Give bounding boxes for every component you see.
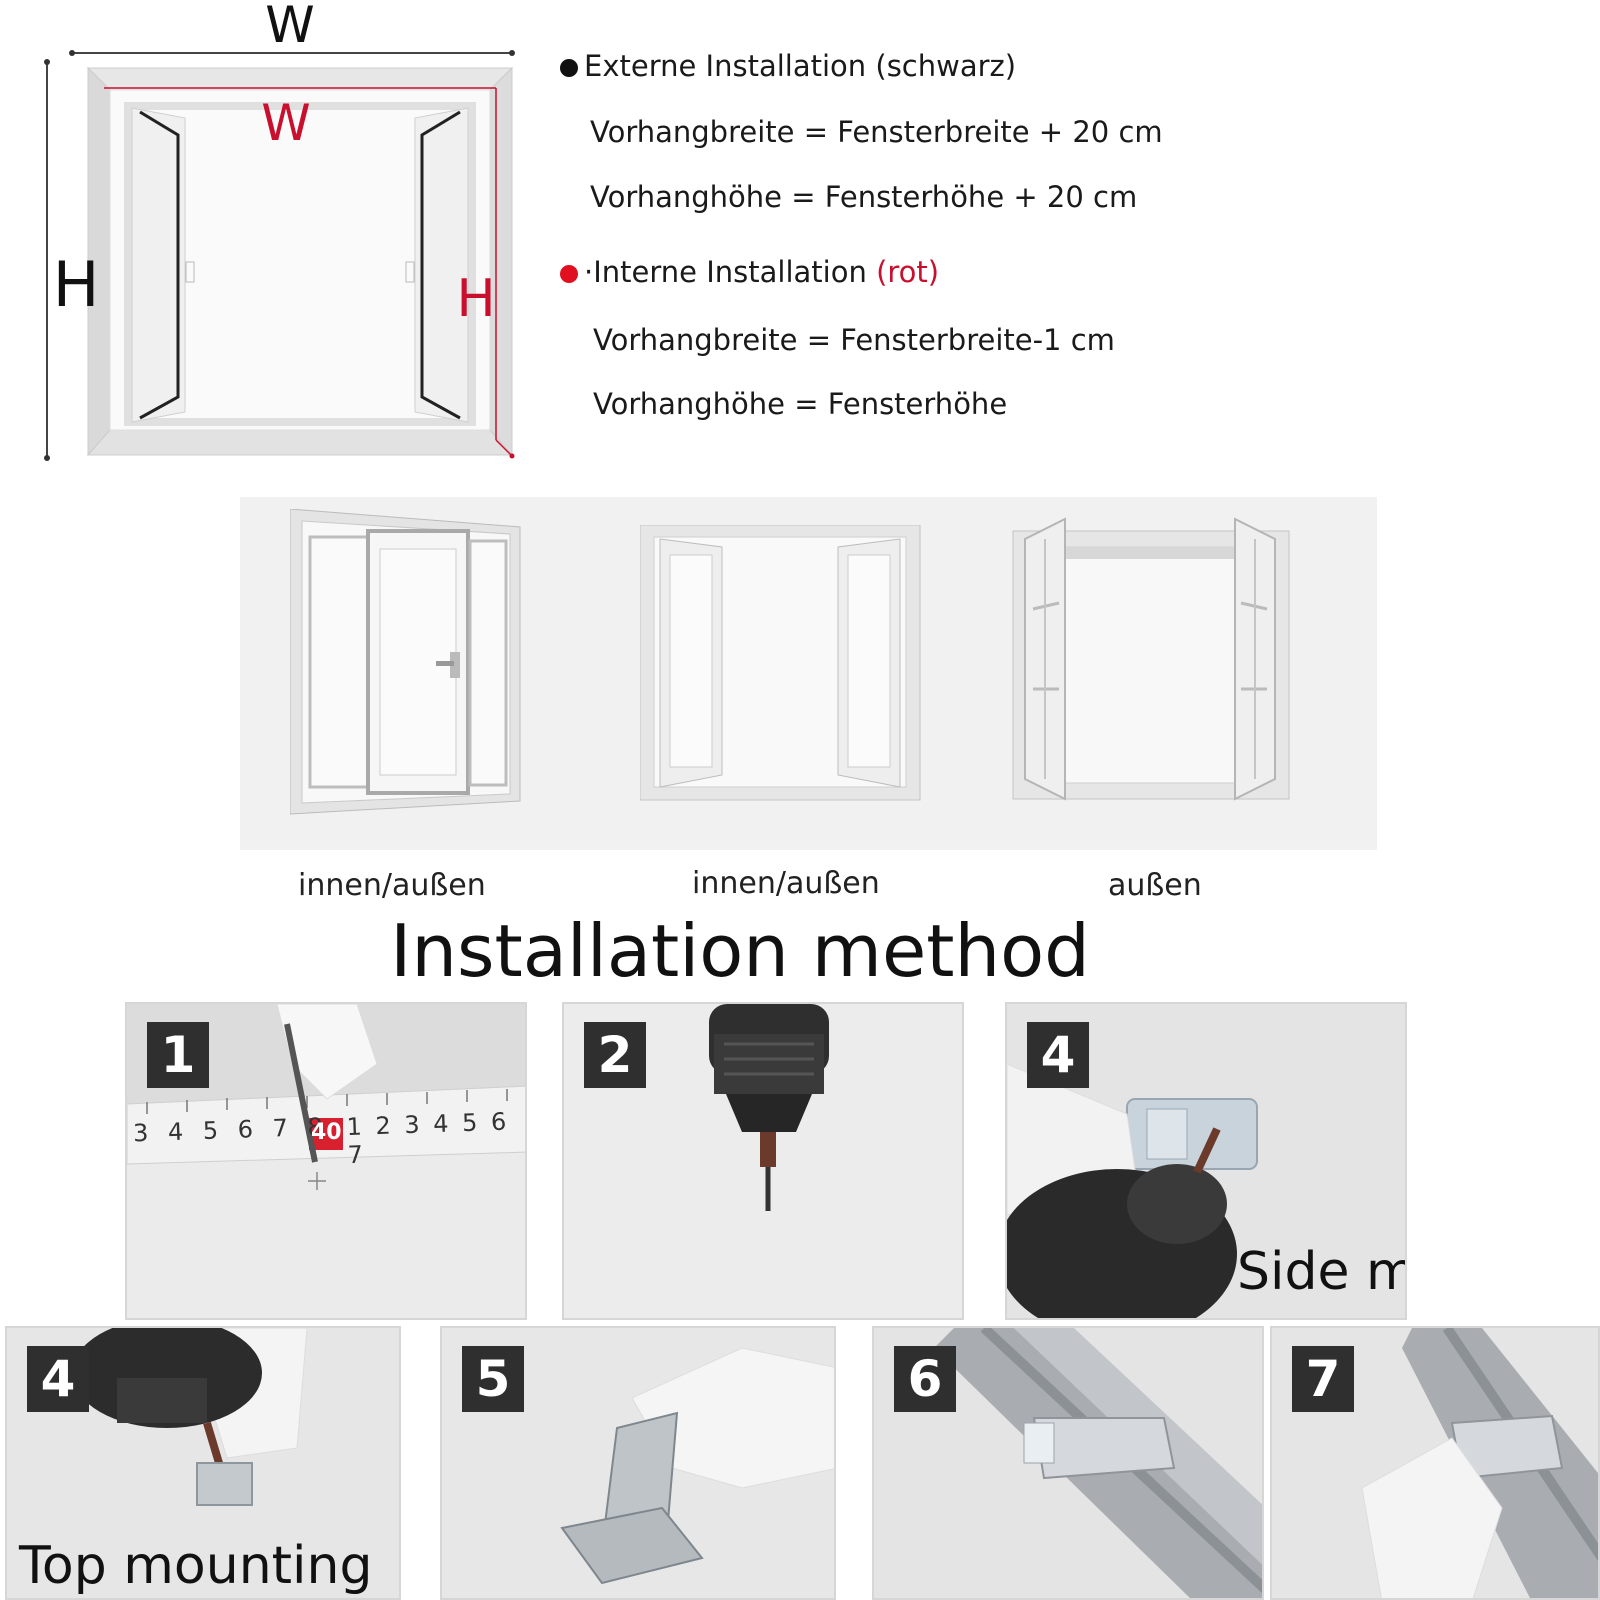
window-measurement-diagram: W H W H (44, 0, 515, 461)
side-mounting-caption: Side mounting (1237, 1242, 1405, 1302)
step-5-bracket-photo: 5 (440, 1326, 836, 1600)
inner-height-label: H (456, 269, 495, 329)
outer-width-label: W (265, 0, 314, 54)
inner-width-label: W (261, 94, 310, 152)
red-bullet-icon (560, 265, 578, 283)
step-1-measure-photo: 3 4 5 6 7 8 40 1 2 3 4 5 6 7 1 (125, 1002, 527, 1320)
window-type-label: innen/außen (692, 866, 880, 901)
tape-highlight-number: 40 (311, 1120, 342, 1145)
external-installation-title: Externe Installation (schwarz) (560, 52, 1016, 81)
step-7-rail-lock-photo: 7 (1270, 1326, 1600, 1600)
step-badge: 4 (1027, 1022, 1089, 1088)
step-4-top-mount-photo: 4 Top mounting (5, 1326, 401, 1600)
step-6-rail-clip-photo: 6 (872, 1326, 1264, 1600)
step-badge: 2 (584, 1022, 646, 1088)
external-height-rule: Vorhanghöhe = Fensterhöhe + 20 cm (590, 180, 1138, 214)
outer-height-label: H (53, 248, 100, 321)
external-width-rule: Vorhangbreite = Fensterbreite + 20 cm (590, 115, 1163, 149)
outward-casement-window-icon (1012, 517, 1290, 801)
internal-installation-title: ·Interne Installation (rot) (560, 258, 939, 287)
internal-width-rule: Vorhangbreite = Fensterbreite-1 cm (593, 323, 1115, 357)
step-badge: 6 (894, 1346, 956, 1412)
internal-height-rule: Vorhanghöhe = Fensterhöhe (593, 387, 1008, 421)
sliding-door-window-icon (290, 509, 521, 815)
window-type-label: außen (1108, 868, 1202, 903)
window-type-label: innen/außen (298, 868, 486, 903)
step-4-side-mount-photo: 4 Side mounting (1005, 1002, 1407, 1320)
inward-casement-window-icon (640, 525, 921, 801)
installation-method-title: Installation method (390, 909, 1090, 993)
step-2-drill-photo: 2 (562, 1002, 964, 1320)
window-types-panel (240, 497, 1377, 850)
top-mounting-caption: Top mounting (19, 1536, 373, 1596)
black-bullet-icon (560, 59, 578, 77)
step-badge: 7 (1292, 1346, 1354, 1412)
step-badge: 4 (27, 1346, 89, 1412)
step-badge: 5 (462, 1346, 524, 1412)
tape-numbers-right: 1 2 3 4 5 6 7 (346, 1107, 510, 1170)
step-badge: 1 (147, 1022, 209, 1088)
